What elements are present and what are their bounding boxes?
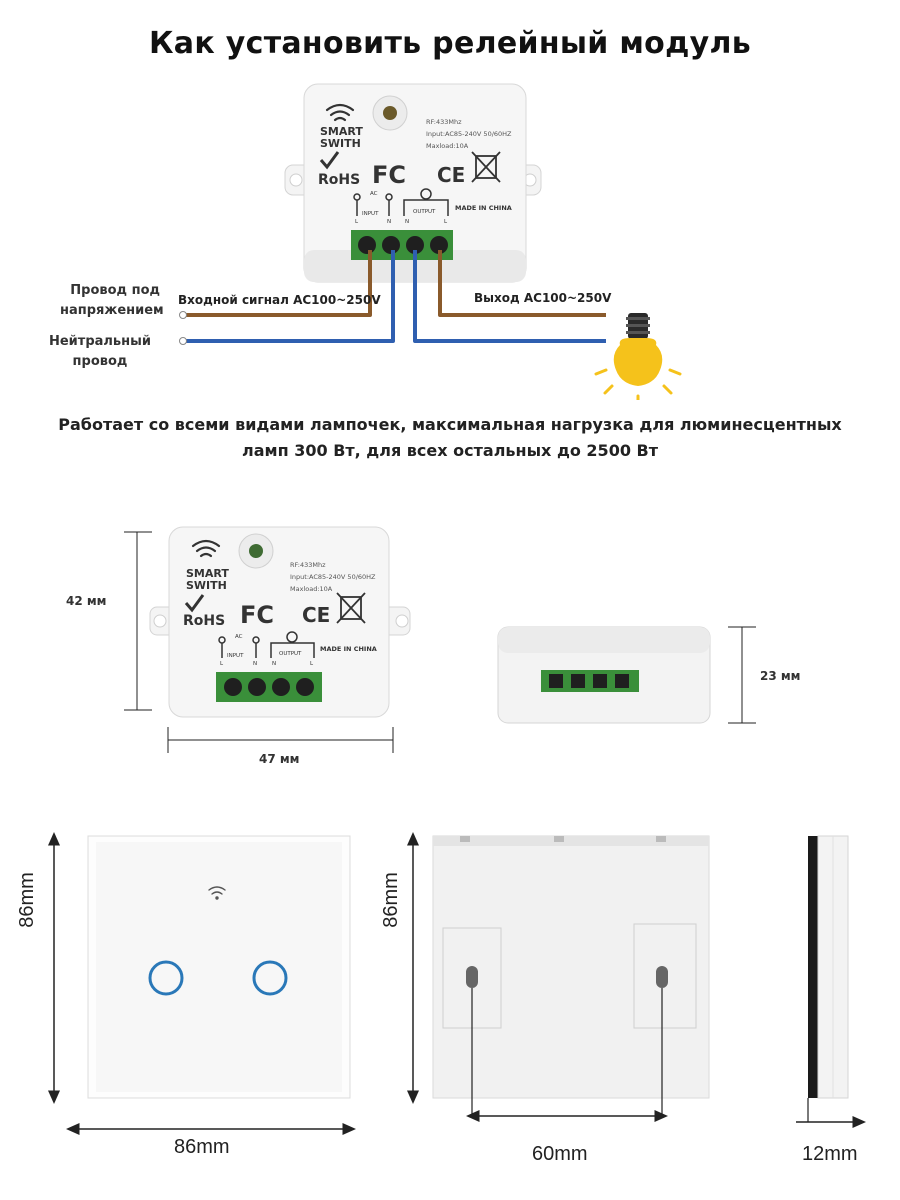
rohs-mark: RoHS (183, 613, 225, 629)
check-icon (319, 151, 340, 170)
switch-side-profile (808, 835, 849, 1099)
side-thickness-label: 12mm (802, 1143, 858, 1165)
live-wire-out (438, 250, 606, 317)
terminal-n-in: N (387, 219, 391, 225)
terminal-n-out: N (405, 219, 409, 225)
neutral-wire-in (185, 250, 395, 343)
touch-button-2 (252, 960, 288, 996)
wifi-icon (325, 103, 355, 122)
terminal-markings (353, 188, 449, 216)
wifi-icon (208, 886, 226, 900)
panel-height-label: 86mm (16, 872, 38, 928)
hole-spacing-label: 60mm (532, 1143, 588, 1165)
load-caption-line1: Работает со всеми видами лампочек, макси… (58, 415, 842, 434)
spec-load: Maxload:10A (426, 142, 469, 150)
pairing-button-icon (249, 544, 263, 558)
height-dimension-line (124, 531, 152, 711)
output-label: OUTPUT (413, 209, 436, 215)
neutral-wire-out (413, 250, 606, 343)
made-in-label: MADE IN CHINA (455, 204, 512, 212)
switch-back-panel (432, 835, 710, 1099)
neutral-wire-label: Нейтральный провод (40, 332, 160, 372)
wiring-diagram: SMART SWITH RF:433Mhz Input:AC85-240V 50… (179, 83, 682, 400)
neutral-wire-label-line2: провод (72, 354, 128, 369)
panel-width-label: 86mm (174, 1136, 230, 1158)
terminal-l-in: L (220, 661, 224, 667)
live-wire-label-line1: Провод под (70, 283, 160, 298)
terminal-l-out: L (310, 661, 314, 667)
made-in-label: MADE IN CHINA (320, 645, 377, 653)
switch-dimensions-diagram (48, 832, 866, 1135)
module-height-label: 42 мм (66, 594, 107, 608)
load-caption-line2: ламп 300 Вт, для всех остальных до 2500 … (242, 441, 658, 460)
live-wire-end (179, 311, 187, 319)
brand-line2: SWITH (320, 137, 361, 150)
touch-button-1 (148, 960, 184, 996)
output-signal-label: Выход AC100~250V (474, 291, 612, 305)
input-signal-label: Входной сигнал AC100~250V (178, 293, 381, 307)
wifi-icon (191, 539, 221, 558)
recycle-bin-icon (471, 151, 501, 183)
output-label: OUTPUT (279, 651, 302, 657)
back-height-label: 86mm (380, 872, 402, 928)
spec-rf: RF:433Mhz (290, 561, 326, 569)
pairing-button-icon (383, 106, 397, 120)
neutral-wire-label-line1: Нейтральный (48, 334, 151, 349)
wires (185, 250, 606, 343)
input-label: INPUT (362, 211, 379, 217)
ce-mark: CE (437, 163, 465, 187)
fcc-mark: FC (372, 161, 406, 189)
module-depth-label: 23 мм (760, 669, 801, 683)
spec-input: Input:AC85-240V 50/60HZ (426, 130, 512, 138)
ac-label: AC (235, 634, 243, 640)
live-wire-label-line2: напряжением (60, 303, 164, 318)
spec-input: Input:AC85-240V 50/60HZ (290, 573, 376, 581)
spec-load: Maxload:10A (290, 585, 333, 593)
brand-line1: SMART (186, 567, 229, 580)
page-title: Как установить релейный модуль (148, 26, 752, 61)
relay-module-top (284, 83, 542, 283)
light-bulb-icon (594, 313, 682, 400)
terminal-markings (218, 631, 315, 658)
terminal-n-in: N (253, 661, 257, 667)
terminal-l-in: L (355, 219, 359, 225)
live-wire-in (185, 250, 372, 317)
module-dimensions-diagram: SMART SWITH RF:433Mhz Input:AC85-240V 50… (124, 526, 756, 753)
relay-module-front (149, 526, 411, 718)
brand-line2: SWITH (186, 579, 227, 592)
input-label: INPUT (227, 653, 244, 659)
check-icon (184, 594, 205, 613)
fcc-mark: FC (240, 601, 274, 629)
module-width-label: 47 мм (259, 752, 300, 766)
relay-module-side (497, 626, 711, 724)
ac-label: AC (370, 191, 378, 197)
rohs-mark: RoHS (318, 172, 360, 188)
width-dimension-line (167, 727, 394, 753)
switch-front-panel (87, 835, 351, 1099)
spec-rf: RF:433Mhz (426, 118, 462, 126)
depth-dimension-line (728, 626, 756, 724)
neutral-wire-end (179, 337, 187, 345)
recycle-bin-icon (336, 592, 366, 624)
load-caption: Работает со всеми видами лампочек, макси… (0, 412, 900, 464)
terminal-n-out: N (272, 661, 276, 667)
brand-line1: SMART (320, 125, 363, 138)
live-wire-label: Провод под напряжением (60, 281, 164, 321)
terminal-l-out: L (444, 219, 448, 225)
ce-mark: CE (302, 603, 330, 627)
